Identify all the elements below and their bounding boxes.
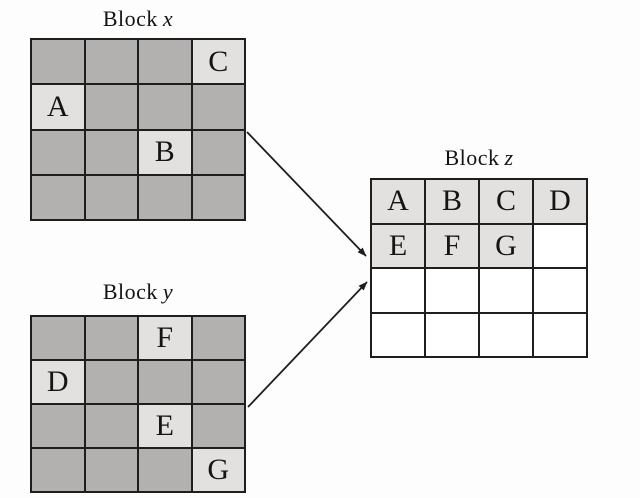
block-x-grid: C A B (30, 38, 246, 221)
block-z-cell-r0c0-A: A (372, 180, 424, 223)
block-x-cell-r3c0 (32, 175, 84, 219)
block-x-cell-r0c1 (85, 40, 137, 84)
block-x-cell-r3c1 (85, 175, 137, 219)
block-x-title-label: Block (102, 6, 158, 31)
block-z-cell-r1c3 (534, 224, 586, 267)
block-y-cell-r2c2-E: E (139, 405, 191, 447)
block-x-cell-r2c3 (192, 130, 244, 174)
block-x-cell-r3c2 (139, 175, 191, 219)
block-z-title-label: Block (444, 145, 500, 170)
block-z-cell-r1c2-G: G (480, 224, 532, 267)
block-z-cell-r1c0-E: E (372, 224, 424, 267)
block-z-cell-r0c1-B: B (426, 180, 478, 223)
block-y-cell-r1c3 (192, 361, 244, 403)
block-z-cell-r2c1 (426, 269, 478, 312)
block-y-cell-r3c2 (139, 449, 191, 491)
block-y-cell-r1c1 (85, 361, 137, 403)
block-z-cell-r0c2-C: C (480, 180, 532, 223)
block-z-cell-r0c3-D: D (534, 180, 586, 223)
block-z-cell-r2c3 (534, 269, 586, 312)
block-x-cell-r3c3 (192, 175, 244, 219)
arrow-block-x-to-block-z (246, 131, 367, 257)
block-x-cell-r0c3-C: C (192, 40, 244, 84)
block-z-cell-r3c1 (426, 313, 478, 356)
block-y-title-label: Block (102, 279, 158, 304)
block-z-cell-r3c2 (480, 313, 532, 356)
block-y-cell-r0c2-F: F (139, 317, 191, 359)
block-y-cell-r0c0 (32, 317, 84, 359)
block-x-cell-r1c3 (192, 85, 244, 129)
block-z-cell-r2c0 (372, 269, 424, 312)
block-x-cell-r1c1 (85, 85, 137, 129)
block-x-cell-r2c2-B: B (139, 130, 191, 174)
block-z-cell-r2c2 (480, 269, 532, 312)
block-x-cell-r0c2 (139, 40, 191, 84)
block-x-cell-r1c2 (139, 85, 191, 129)
block-z-cell-r3c3 (534, 313, 586, 356)
block-x-cell-r2c0 (32, 130, 84, 174)
block-y-cell-r3c3-G: G (192, 449, 244, 491)
block-y-cell-r2c3 (192, 405, 244, 447)
block-x-title-variable: x (162, 6, 174, 31)
block-y-cell-r1c0-D: D (32, 361, 84, 403)
block-y-title-variable: y (162, 279, 174, 304)
block-y-cell-r0c1 (85, 317, 137, 359)
block-y-cell-r3c0 (32, 449, 84, 491)
block-y-cell-r2c1 (85, 405, 137, 447)
block-y-cell-r2c0 (32, 405, 84, 447)
block-z-title-variable: z (504, 145, 514, 170)
block-z-cell-r3c0 (372, 313, 424, 356)
block-x-cell-r1c0-A: A (32, 85, 84, 129)
block-z-cell-r1c1-F: F (426, 224, 478, 267)
block-y-cell-r3c1 (85, 449, 137, 491)
block-y-cell-r0c3 (192, 317, 244, 359)
block-x-cell-r2c1 (85, 130, 137, 174)
block-y-cell-r1c2 (139, 361, 191, 403)
arrow-block-y-to-block-z (247, 281, 368, 408)
block-x-cell-r0c0 (32, 40, 84, 84)
